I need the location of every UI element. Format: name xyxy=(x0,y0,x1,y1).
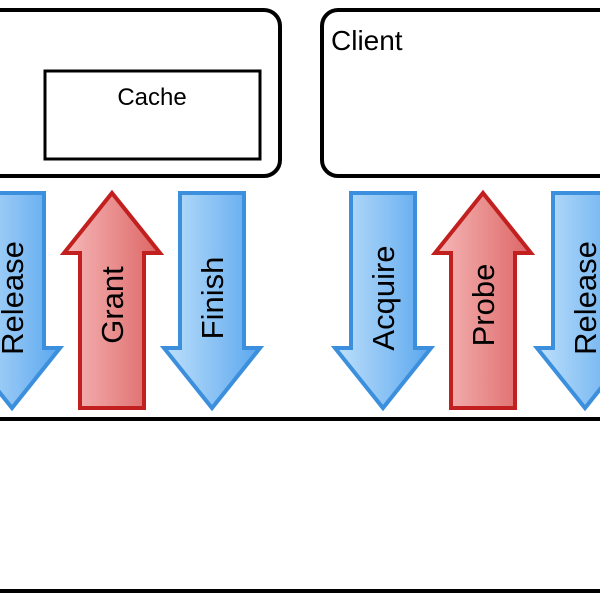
arrow-label: Probe xyxy=(466,264,501,347)
down-arrow-finish: Finish xyxy=(159,191,265,412)
cache-label: Cache xyxy=(117,84,186,111)
down-arrow-release: Release xyxy=(0,191,65,412)
arrow-shape xyxy=(532,191,600,412)
down-arrow-acquire: Acquire xyxy=(330,191,436,412)
arrow-shape xyxy=(330,191,436,412)
down-arrow-release: Release xyxy=(532,191,600,412)
arrow-label: Release xyxy=(568,241,600,355)
up-arrow-probe: Probe xyxy=(430,189,536,410)
arrow-shape xyxy=(0,191,65,412)
arrow-shape xyxy=(159,191,265,412)
arrow-shape xyxy=(430,189,536,410)
arrow-label: Acquire xyxy=(366,245,401,350)
bottom-box xyxy=(0,417,600,593)
cache-box: Cache xyxy=(43,69,262,161)
client-box: Client xyxy=(320,8,600,178)
arrow-label: Finish xyxy=(195,257,230,340)
up-arrow-grant: Grant xyxy=(59,189,165,410)
arrow-label: Grant xyxy=(95,266,130,344)
client-label: Client xyxy=(331,25,403,56)
arrow-label: Release xyxy=(0,241,30,355)
arrow-shape xyxy=(59,189,165,410)
